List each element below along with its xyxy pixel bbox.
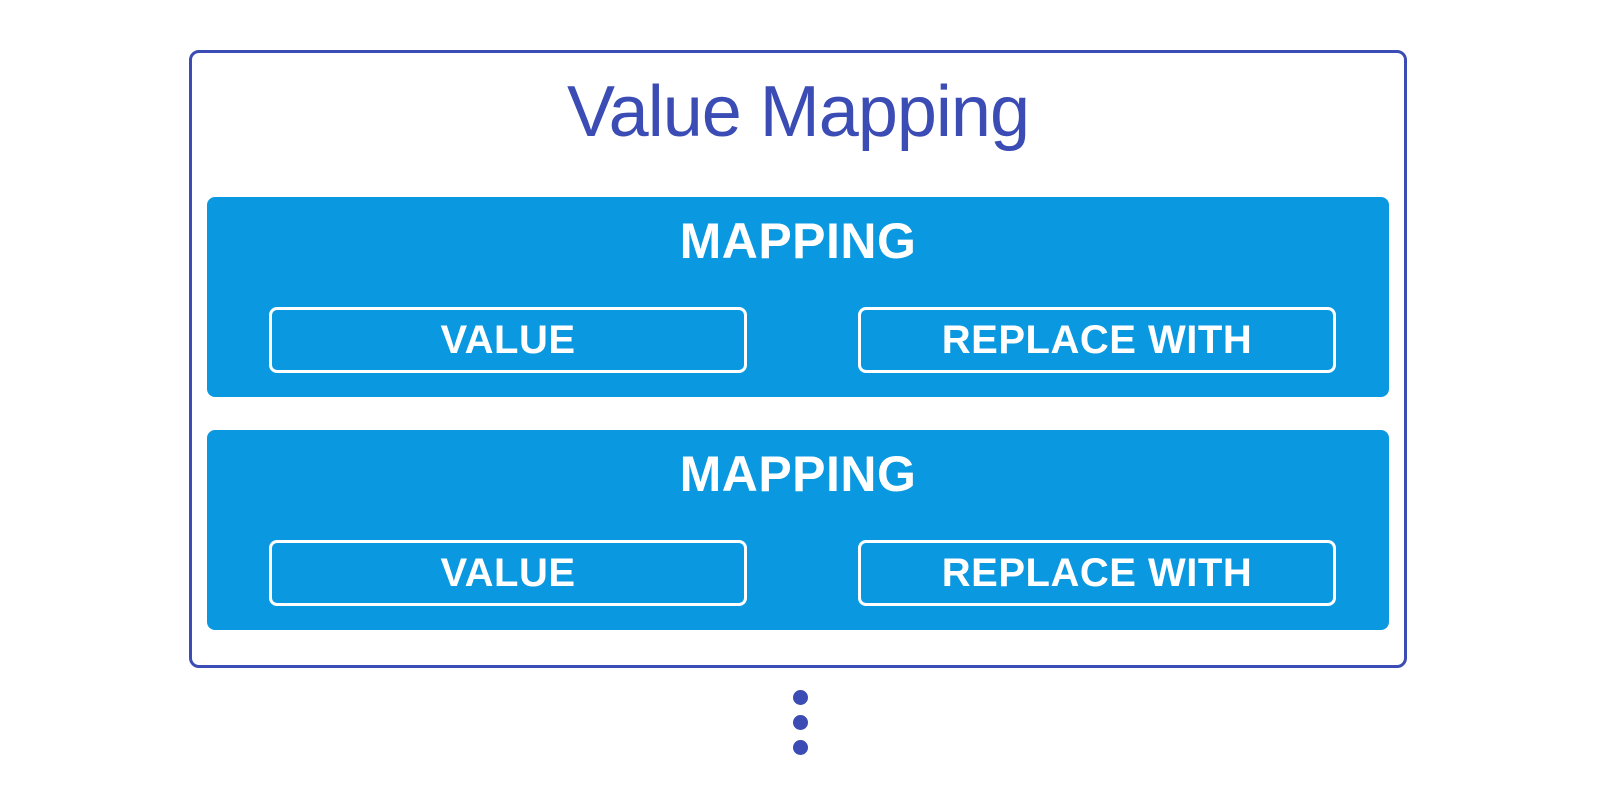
- ellipsis-dot: [792, 690, 808, 705]
- value-field: VALUE: [269, 307, 747, 373]
- mapping-card-title: MAPPING: [679, 446, 917, 502]
- value-field: VALUE: [269, 540, 747, 606]
- ellipsis-dot: [792, 740, 808, 755]
- replace-with-field: REPLACE WITH: [858, 307, 1336, 373]
- mapping-card: MAPPING VALUE REPLACE WITH: [207, 430, 1389, 630]
- diagram-title: Value Mapping: [567, 72, 1030, 152]
- replace-with-field: REPLACE WITH: [858, 540, 1336, 606]
- more-mappings-ellipsis: [0, 690, 1600, 755]
- mapping-card-title: MAPPING: [679, 213, 917, 269]
- ellipsis-dot: [792, 715, 808, 730]
- mapping-card: MAPPING VALUE REPLACE WITH: [207, 197, 1389, 397]
- value-mapping-container: Value Mapping MAPPING VALUE REPLACE WITH…: [189, 50, 1407, 668]
